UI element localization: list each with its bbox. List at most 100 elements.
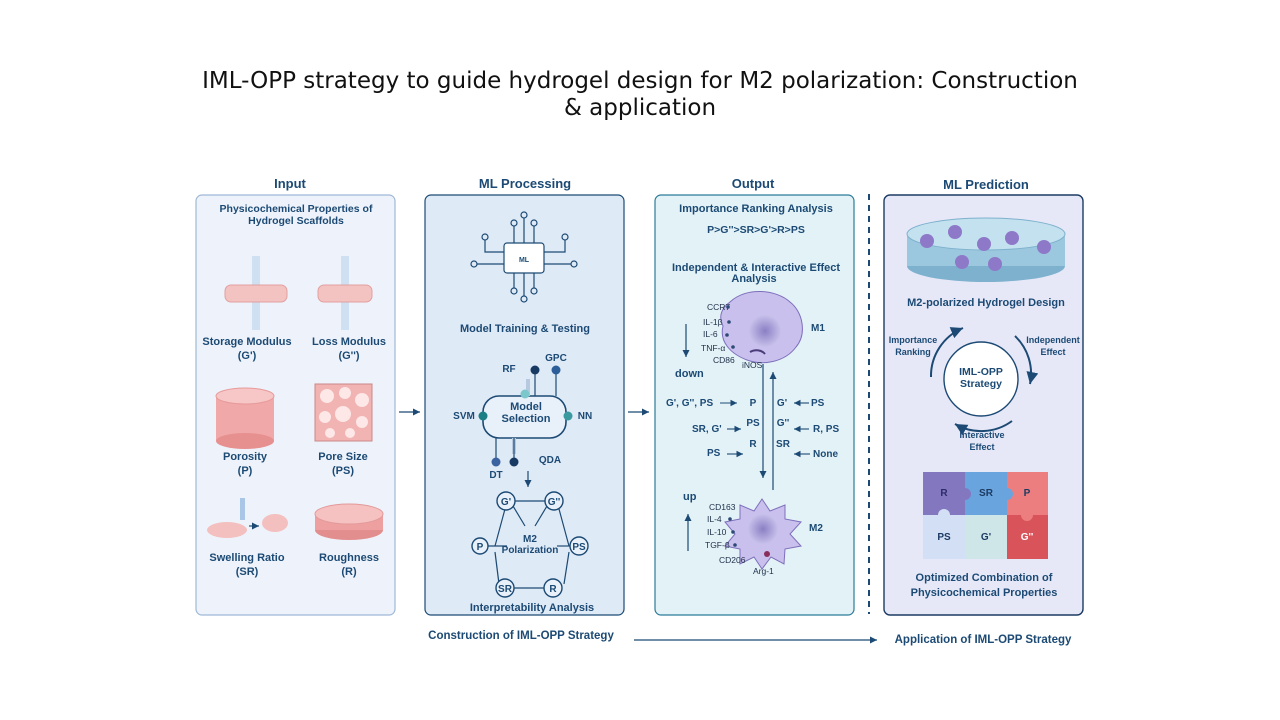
m1-enzyme: iNOS (742, 360, 763, 370)
m1-label: M1 (811, 323, 825, 334)
puzzle-ps: PS (937, 532, 951, 543)
m2-marker-5: CD206 (719, 555, 746, 565)
m1-marker-2: IL-1β (703, 317, 723, 327)
model-selection-1: Model (510, 401, 542, 413)
swelling-label-1: Swelling Ratio (209, 552, 284, 564)
right-row-1-factors: PS (811, 398, 825, 409)
right-row-3-target: SR (776, 439, 791, 450)
pore-size-label-2: (PS) (332, 465, 354, 477)
property-puzzle (923, 472, 1048, 559)
network-nodes (471, 491, 589, 598)
roughness-label-1: Roughness (319, 552, 379, 564)
puzzle-r: R (940, 488, 948, 499)
ranking-title: Importance Ranking Analysis (679, 203, 833, 215)
interpretability-label: Interpretability Analysis (470, 602, 594, 614)
right-row-2-factors: R, PS (813, 424, 839, 435)
node-label-g1: G' (501, 497, 511, 508)
effect-title-1: Independent & Interactive Effect (672, 262, 840, 274)
input-subtitle-1: Physicochemical Properties of (220, 203, 373, 215)
model-gpc: GPC (545, 353, 567, 364)
property-network (487, 500, 571, 589)
left-row-3-factors: PS (707, 448, 721, 459)
pore-size-icon (314, 383, 373, 442)
down-label: down (675, 368, 704, 380)
header-prediction: ML Prediction (943, 177, 1029, 192)
node-label-p: P (477, 542, 484, 553)
application-label: Application of IML-OPP Strategy (895, 634, 1072, 646)
puzzle-g-prime: G' (981, 532, 991, 543)
model-nn: NN (578, 411, 592, 422)
network-center-1: M2 (523, 534, 537, 545)
m2-marker-2: IL-4 (707, 514, 722, 524)
m2-marker-1: CD163 (709, 502, 736, 512)
dt-node (491, 457, 501, 467)
interactive-label-1: Interactive (959, 430, 1004, 440)
gpc-node (551, 365, 561, 375)
slide-title: IML-OPP strategy to guide hydrogel desig… (190, 68, 1090, 122)
figure: Input ML Processing Output ML Prediction… (187, 174, 1093, 650)
model-dt: DT (489, 470, 502, 481)
node-label-r: R (549, 584, 557, 595)
network-center-2: Polarization (502, 545, 559, 556)
rf-node (530, 365, 540, 375)
m2-marker-3: IL-10 (707, 527, 727, 537)
ranking-value: P>G''>SR>G'>R>PS (707, 224, 805, 236)
header-output: Output (732, 176, 775, 191)
left-row-1-target: P (750, 398, 757, 409)
left-row-1-factors: G', G'', PS (666, 398, 713, 409)
optimized-label-2: Physicochemical Properties (911, 587, 1058, 599)
independent-label-2: Effect (1040, 347, 1065, 357)
effect-title-2: Analysis (731, 273, 776, 285)
header-input: Input (274, 176, 306, 191)
right-row-2-target: G'' (777, 418, 790, 429)
hydrogel-disc-icon (906, 217, 1066, 282)
m1-marker-1: CCR7 (707, 302, 730, 312)
node-sr (495, 578, 515, 598)
ml-chip-icon (470, 211, 578, 303)
loss-label-2: (G'') (338, 350, 359, 362)
model-svm: SVM (453, 411, 475, 422)
center-node (520, 389, 530, 399)
m2-marker-4: TGF-β (705, 540, 730, 550)
optimized-label-1: Optimized Combination of (916, 572, 1053, 584)
input-subtitle-2: Hydrogel Scaffolds (248, 215, 344, 227)
interactive-label-2: Effect (969, 442, 994, 452)
node-label-g2: G'' (548, 497, 561, 508)
storage-modulus-icon (224, 256, 288, 330)
strategy-label-1: IML-OPP (959, 366, 1003, 378)
strategy-label-2: Strategy (960, 378, 1002, 390)
m1-marker-dots (725, 305, 735, 349)
up-label: up (683, 491, 697, 503)
m2-enzyme: Arg-1 (753, 566, 774, 576)
node-label-ps: PS (572, 542, 586, 553)
puzzle-g-double-prime: G'' (1021, 532, 1034, 543)
loss-label-1: Loss Modulus (312, 336, 386, 348)
storage-label-1: Storage Modulus (202, 336, 291, 348)
swelling-label-2: (SR) (236, 566, 259, 578)
qda-node (509, 457, 519, 467)
node-ps (569, 536, 589, 556)
model-qda: QDA (539, 455, 561, 466)
header-processing: ML Processing (479, 176, 571, 191)
node-label-sr: SR (498, 584, 513, 595)
porosity-label-2: (P) (238, 465, 253, 477)
storage-label-2: (G') (238, 350, 257, 362)
roughness-label-2: (R) (341, 566, 357, 578)
node-p (471, 537, 489, 555)
importance-label-2: Ranking (895, 347, 931, 357)
m2-macrophage-icon (724, 498, 802, 570)
node-g-double-prime (544, 491, 564, 511)
swelling-ratio-icon (207, 498, 288, 538)
model-nodes (478, 365, 573, 467)
puzzle-p: P (1024, 488, 1031, 499)
m1-marker-5: CD86 (713, 355, 735, 365)
strategy-cycle (929, 327, 1039, 436)
m2-label: M2 (809, 523, 823, 534)
training-label: Model Training & Testing (460, 323, 590, 335)
loss-modulus-icon (317, 256, 373, 330)
output-panel (654, 194, 855, 616)
slide-title-text: IML-OPP strategy to guide hydrogel desig… (202, 68, 1078, 121)
svm-node (478, 411, 488, 421)
right-row-1-target: G' (777, 398, 787, 409)
workflow-diagram: Input ML Processing Output ML Prediction… (195, 176, 1084, 646)
